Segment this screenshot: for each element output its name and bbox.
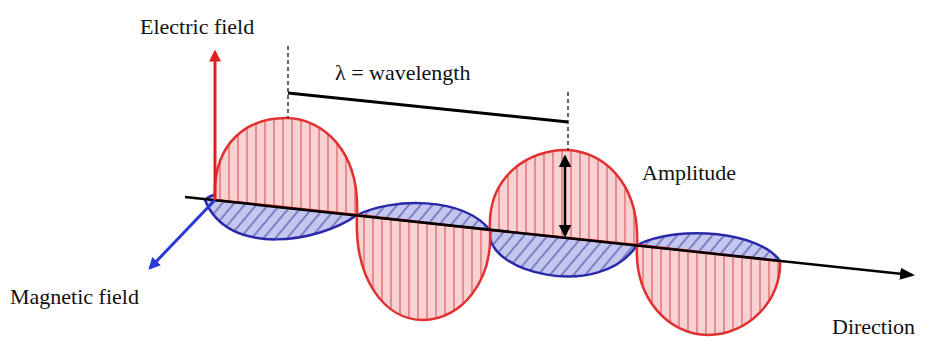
field-label: Magnetic field xyxy=(10,284,139,309)
magnetic-vector xyxy=(150,200,215,268)
amplitude-label: Amplitude xyxy=(642,160,736,185)
field-label: Electric field xyxy=(140,14,254,39)
wavelength-label: λ = wavelength xyxy=(335,60,470,85)
amplitude-arrow xyxy=(564,157,567,235)
dashed-guide xyxy=(287,46,288,118)
direction-axis xyxy=(185,197,912,275)
electric-vector xyxy=(214,52,217,200)
wavelength-line xyxy=(288,93,568,122)
electric-lobes xyxy=(215,118,780,335)
direction-label: Direction xyxy=(832,314,915,339)
